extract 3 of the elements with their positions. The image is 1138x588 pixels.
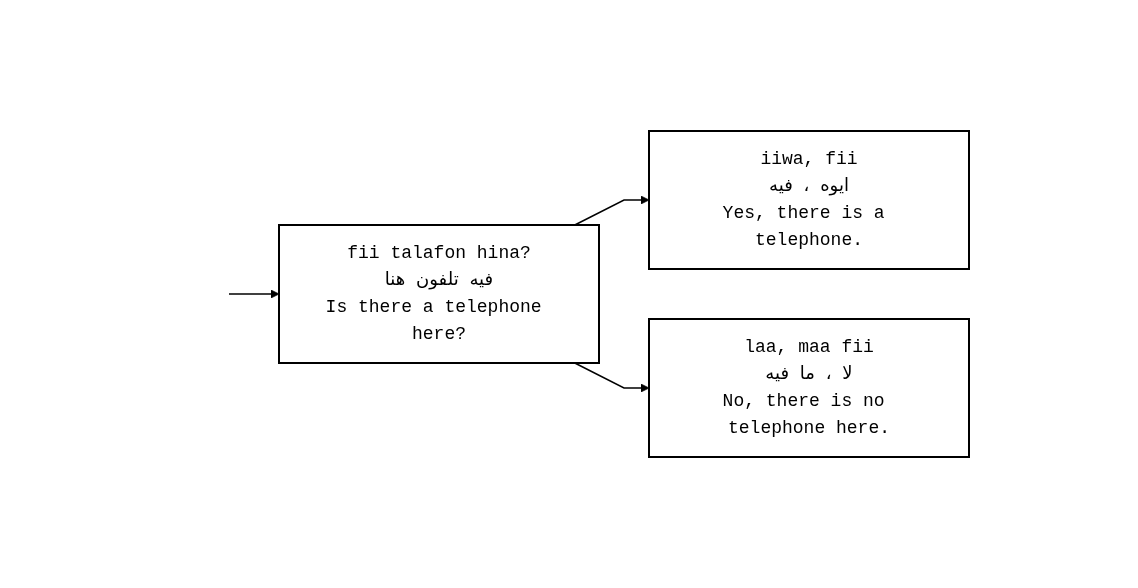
arrow	[574, 362, 650, 393]
arrow	[574, 195, 650, 226]
arrow	[228, 289, 280, 299]
